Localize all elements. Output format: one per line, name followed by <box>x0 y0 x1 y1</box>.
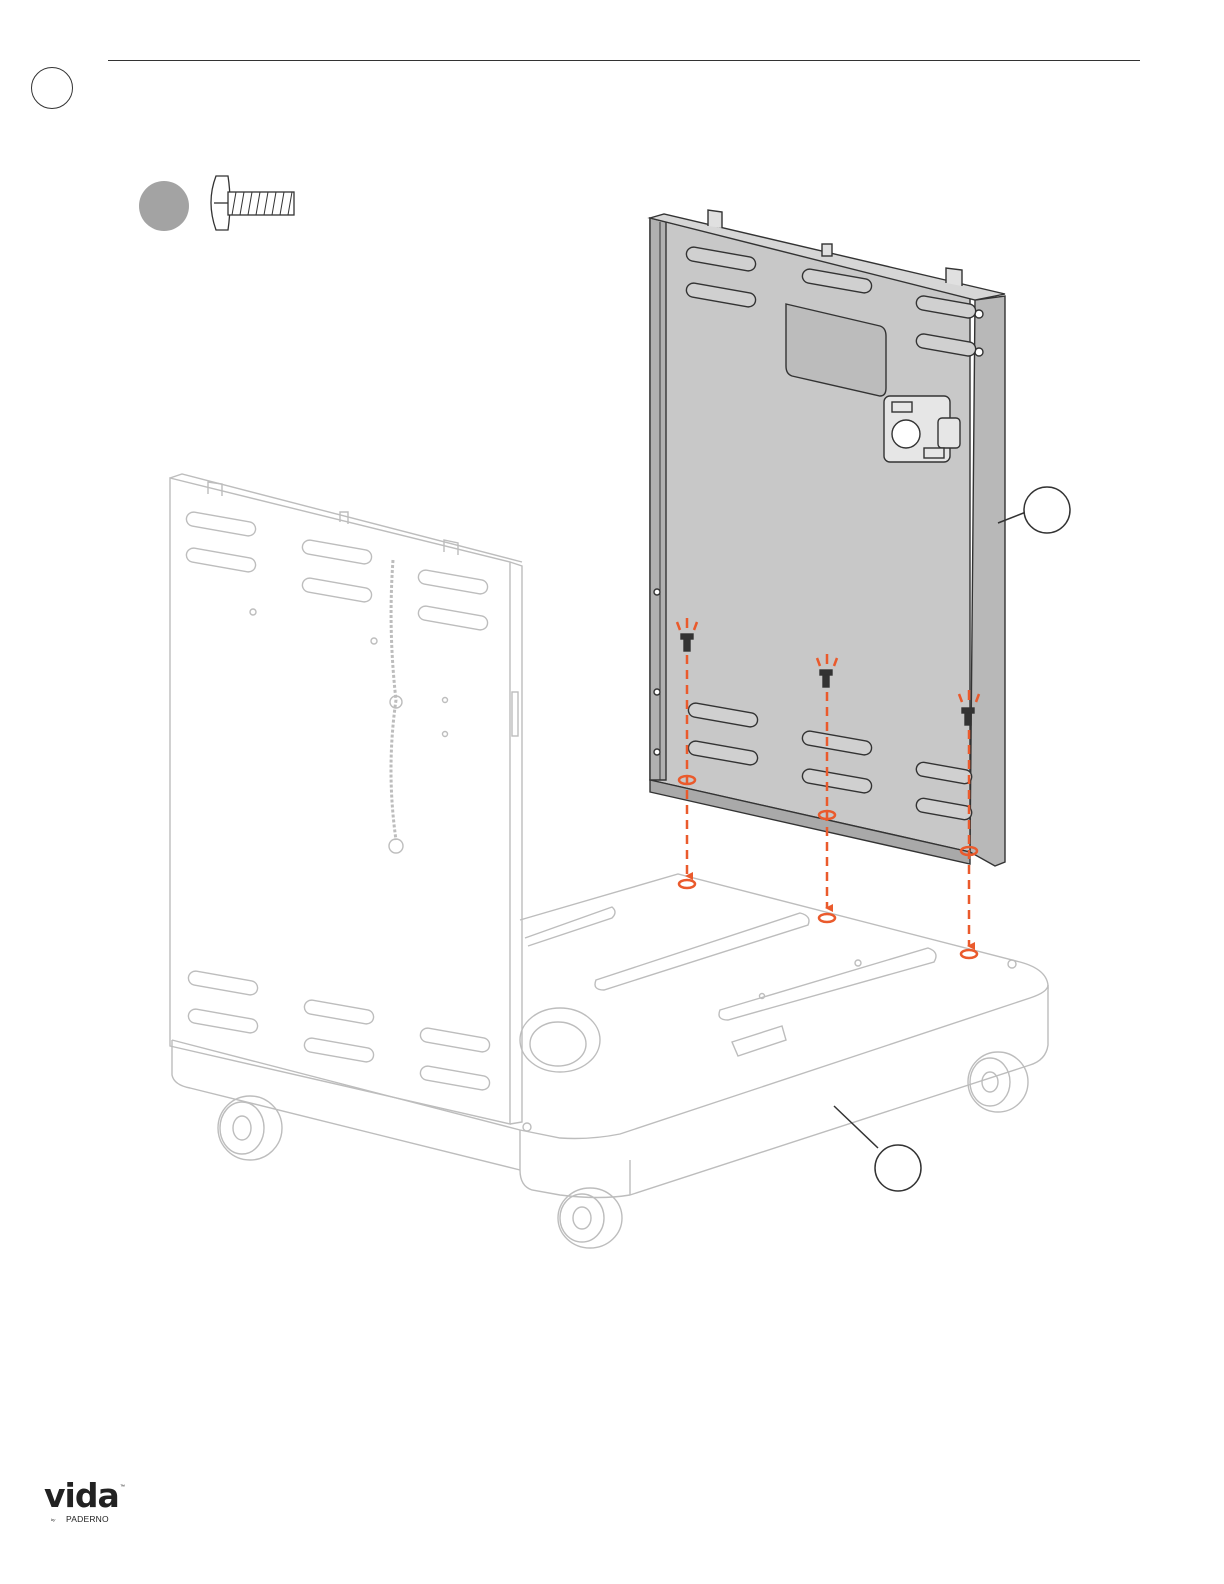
control-module <box>884 396 960 462</box>
brand-logo: vida ™ by PADERNO <box>44 1478 144 1552</box>
logo-wordmark: vida <box>44 1478 119 1514</box>
logo-by: by <box>51 1517 55 1522</box>
callout-base <box>834 1106 921 1191</box>
cart-base <box>172 874 1048 1248</box>
left-side-panel <box>170 474 522 1124</box>
wheel-back-left <box>218 1096 282 1160</box>
logo-trademark: ™ <box>120 1484 125 1490</box>
logo-brand-name: PADERNO <box>66 1514 109 1524</box>
callout-back-panel <box>998 487 1070 533</box>
screw-icon <box>211 176 294 230</box>
